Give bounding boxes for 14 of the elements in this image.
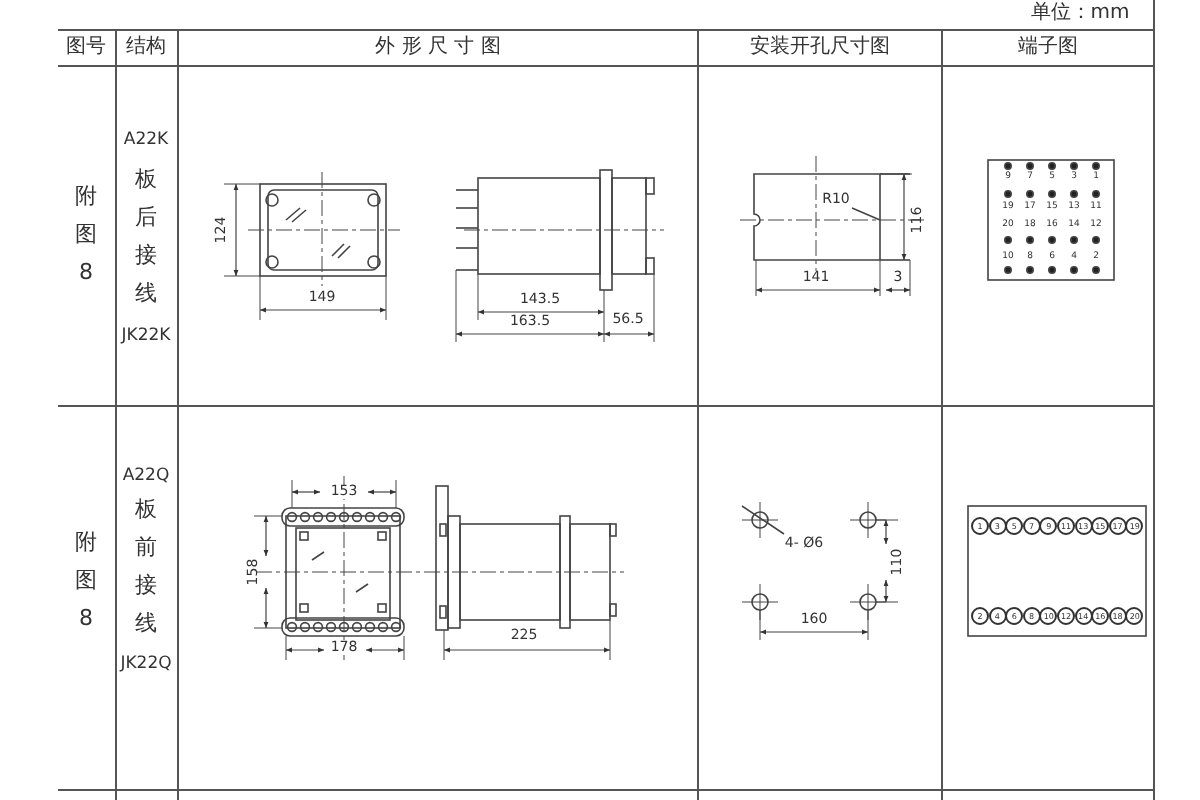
column-header: 安装开孔尺寸图 (750, 38, 890, 58)
model-number: A22Q (122, 467, 170, 485)
figure-number: 附图8 (74, 181, 98, 289)
column-header: 图号 (66, 38, 106, 58)
column-header: 结构 (126, 38, 166, 58)
wiring-type: 板前接线 (134, 494, 158, 640)
column-header: 端子图 (1018, 38, 1078, 58)
model-number: JK22Q (120, 655, 172, 673)
column-header: 外 形 尺 寸 图 (375, 38, 501, 58)
unit-note: 单位：mm (1030, 4, 1130, 24)
model-number: A22K (123, 131, 169, 149)
model-number: JK22K (121, 327, 171, 345)
wiring-type: 板后接线 (134, 164, 158, 310)
figure-number: 附图8 (74, 527, 98, 635)
